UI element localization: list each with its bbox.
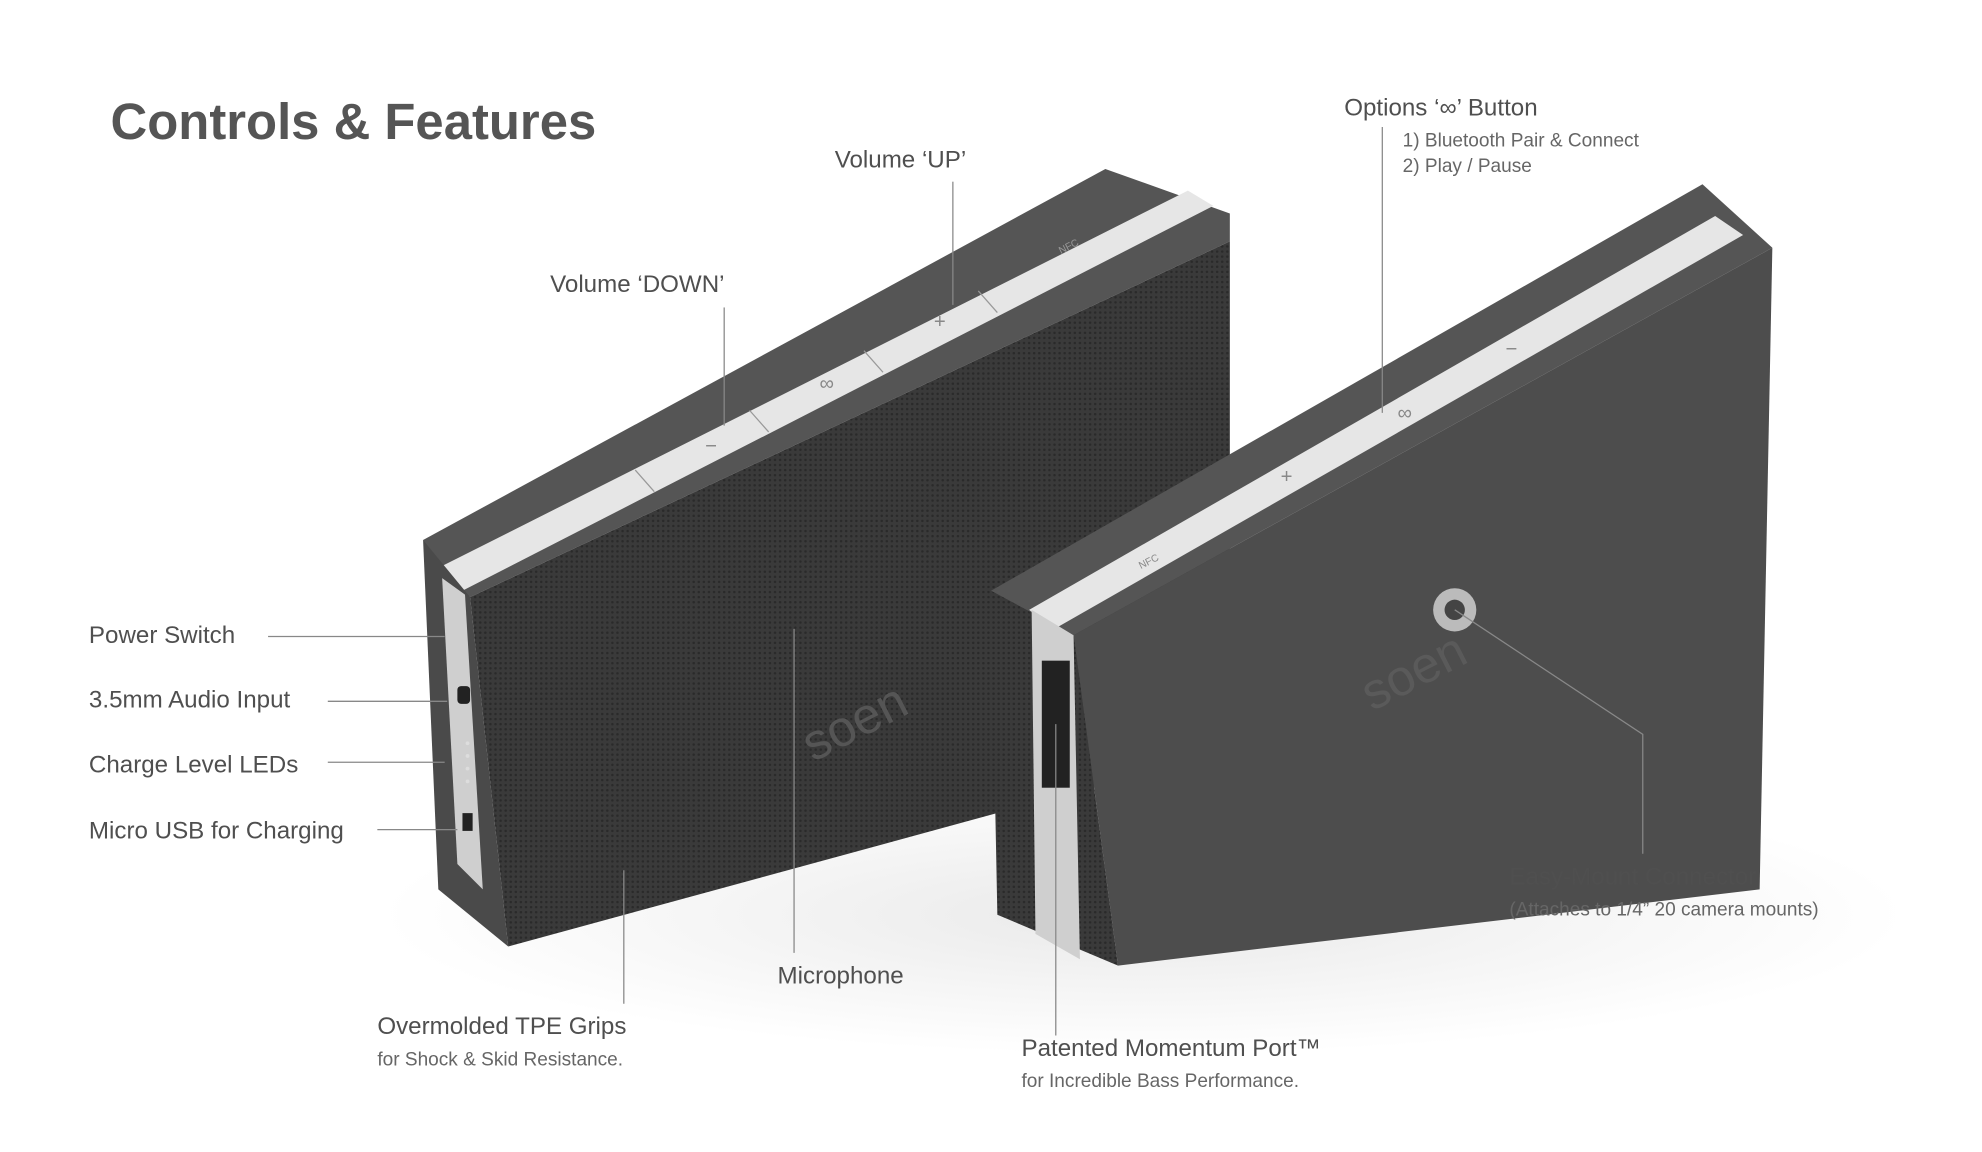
audio-jack xyxy=(457,686,471,704)
micro-usb-label: Micro USB for Charging xyxy=(88,818,344,845)
left-button-strip xyxy=(438,190,1214,593)
plus-button-glyph[interactable]: + xyxy=(1281,466,1293,488)
audio-input-label: 3.5mm Audio Input xyxy=(88,687,291,715)
mount-sublabel: (Attaches to 1/4” 20 camera mounts) xyxy=(1509,898,1819,921)
options-button-glyph[interactable]: ∞ xyxy=(819,373,833,395)
power-switch-label: Power Switch xyxy=(88,622,236,650)
charge-leds-label: Charge Level LEDs xyxy=(88,752,299,779)
charge-led xyxy=(465,766,470,771)
charge-led xyxy=(465,779,470,784)
button-divider xyxy=(749,409,770,433)
options-button-glyph-right[interactable]: ∞ xyxy=(1398,402,1412,424)
options-item-2: 2) Play / Pause xyxy=(1402,155,1532,178)
right-button-strip xyxy=(1029,215,1744,629)
charge-led xyxy=(465,754,470,758)
left-end-band xyxy=(442,578,483,890)
microphone-label: Microphone xyxy=(777,963,904,990)
port-sublabel: for Incredible Bass Performance. xyxy=(1021,1070,1300,1092)
options-button-label: Options ‘∞’ Button xyxy=(1344,95,1538,122)
page-title: Controls & Features xyxy=(110,94,597,151)
volume-down-button-glyph[interactable]: − xyxy=(705,435,717,457)
button-divider xyxy=(863,350,884,373)
button-divider xyxy=(977,290,998,313)
volume-up-label: Volume ‘UP’ xyxy=(834,147,967,175)
right-back-face xyxy=(1073,247,1773,966)
mount-label: Easy-Mount Connector xyxy=(1509,863,1757,891)
options-item-1: 1) Bluetooth Pair & Connect xyxy=(1402,130,1639,152)
micro-usb-port xyxy=(462,813,473,831)
button-divider xyxy=(634,469,655,493)
charge-led xyxy=(465,741,470,746)
port-label: Patented Momentum Port™ xyxy=(1021,1035,1321,1063)
leader-lines xyxy=(268,127,1644,1036)
minus-button-glyph-right[interactable]: − xyxy=(1506,339,1518,361)
grips-sublabel: for Shock & Skid Resistance. xyxy=(377,1048,624,1071)
grips-label: Overmolded TPE Grips xyxy=(377,1013,627,1041)
volume-down-label: Volume ‘DOWN’ xyxy=(550,271,725,299)
volume-up-button-glyph[interactable]: + xyxy=(934,311,946,333)
